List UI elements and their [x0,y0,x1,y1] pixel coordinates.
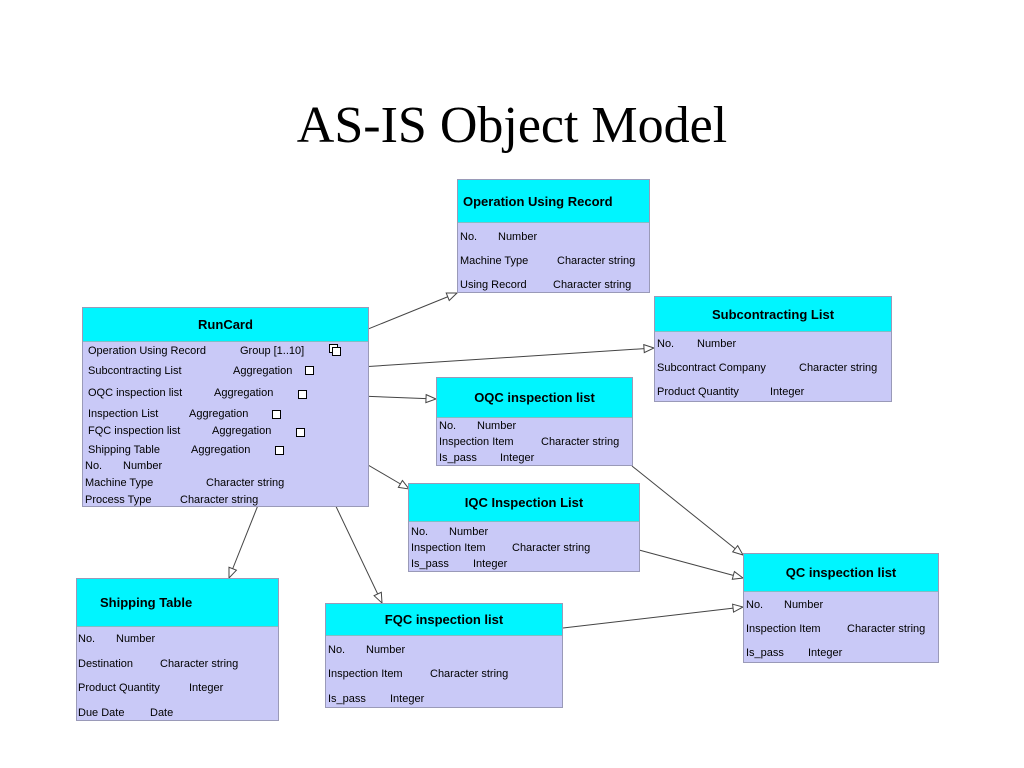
attribute-name: Due Date [78,707,125,719]
attribute-name: Inspection Item [439,436,514,448]
page-title: AS-IS Object Model [296,97,728,154]
attribute-type: Integer [770,386,805,398]
attribute-name: Inspection List [88,408,159,420]
attribute-name: Machine Type [85,477,154,489]
aggregation-diamond-icon [275,446,284,455]
attribute-name: Product Quantity [78,682,160,694]
attribute-type: Aggregation [214,387,274,399]
class-header: Shipping Table [77,579,278,627]
attribute-name: Is_pass [746,647,784,659]
class-operation-using-record: Operation Using Record No. Number Machine… [457,179,650,293]
attribute-name: Process Type [85,494,152,506]
attribute-name: OQC inspection list [88,387,183,399]
attribute-type: Character string [160,658,239,670]
attribute-name: No. [439,420,457,432]
attribute-type: Character string [180,494,259,506]
attribute-type: Number [116,633,156,645]
attribute-name: Is_pass [328,693,366,705]
attribute-type: Date [150,707,174,719]
attribute-type: Integer [473,558,508,570]
link-iqc-qc [638,549,743,578]
group-composition-icon [329,344,341,356]
attribute-name: Is_pass [411,558,449,570]
attribute-type: Number [449,526,489,538]
attribute-type: Character string [799,362,878,374]
class-oqc-inspection-list: OQC inspection list No. Number Inspection… [436,377,633,466]
attribute-type: Character string [553,279,632,291]
class-header: QC inspection list [744,554,938,592]
attribute-type: Number [784,599,824,611]
attribute-name: No. [85,460,103,472]
aggregation-diamond-icon [298,390,307,399]
attribute-name: Operation Using Record [88,345,207,357]
link-fqc-qc [562,607,743,629]
class-runcard: RunCard Operation Using Record Group [1..… [82,307,369,507]
attribute-type: Integer [500,452,535,464]
class-header: IQC Inspection List [409,484,639,522]
attribute-name: No. [746,599,764,611]
class-iqc-inspection-list: IQC Inspection List No. Number Inspection… [408,483,640,572]
attribute-type: Integer [189,682,224,694]
attribute-type: Character string [557,255,636,267]
attribute-name: No. [328,644,346,656]
link-runcard-subcontracting-list [313,348,654,371]
class-header: FQC inspection list [326,604,562,636]
attribute-name: No. [657,338,675,350]
attribute-name: No. [411,526,429,538]
class-fqc-inspection-list: FQC inspection list No. Number Inspection… [325,603,563,708]
attribute-name: Using Record [460,279,527,291]
class-header: Subcontracting List [655,297,891,332]
attribute-type: Aggregation [189,408,249,420]
attribute-type: Character string [847,623,926,635]
class-shipping-table: Shipping Table No. Number Destination Char… [76,578,279,721]
attribute-name: Destination [78,658,134,670]
attribute-name: Is_pass [439,452,477,464]
aggregation-diamond-icon [305,366,314,375]
attribute-type: Aggregation [191,444,251,456]
attribute-name: Subcontract Company [657,362,766,374]
attribute-name: Machine Type [460,255,529,267]
attribute-type: Group [1..10] [240,345,305,357]
attribute-name: Inspection Item [328,668,403,680]
attribute-type: Character string [206,477,285,489]
attribute-type: Number [366,644,406,656]
class-header: OQC inspection list [437,378,632,418]
class-header: Operation Using Record [458,180,649,223]
attribute-type: Number [697,338,737,350]
class-subcontracting-list: Subcontracting List No. Number Subcontrac… [654,296,892,402]
attribute-type: Number [498,231,538,243]
aggregation-diamond-icon [296,428,305,437]
attribute-name: No. [78,633,96,645]
attribute-type: Aggregation [233,365,293,377]
attribute-type: Integer [390,693,425,705]
attribute-type: Character string [430,668,509,680]
class-qc-inspection-list: QC inspection list No. Number Inspection … [743,553,939,663]
aggregation-diamond-icon [272,410,281,419]
attribute-type: Character string [541,436,620,448]
attribute-name: Subcontracting List [88,365,182,377]
attribute-name: Product Quantity [657,386,739,398]
attribute-type: Number [477,420,517,432]
attribute-name: No. [460,231,478,243]
attribute-type: Character string [512,542,591,554]
attribute-name: Shipping Table [88,444,160,456]
link-oqc-qc [631,465,743,555]
attribute-type: Number [123,460,163,472]
attribute-type: Aggregation [212,425,272,437]
class-header: RunCard [83,308,368,342]
attribute-name: Inspection Item [746,623,821,635]
attribute-name: FQC inspection list [88,425,181,437]
attribute-name: Inspection Item [411,542,486,554]
attribute-type: Integer [808,647,843,659]
